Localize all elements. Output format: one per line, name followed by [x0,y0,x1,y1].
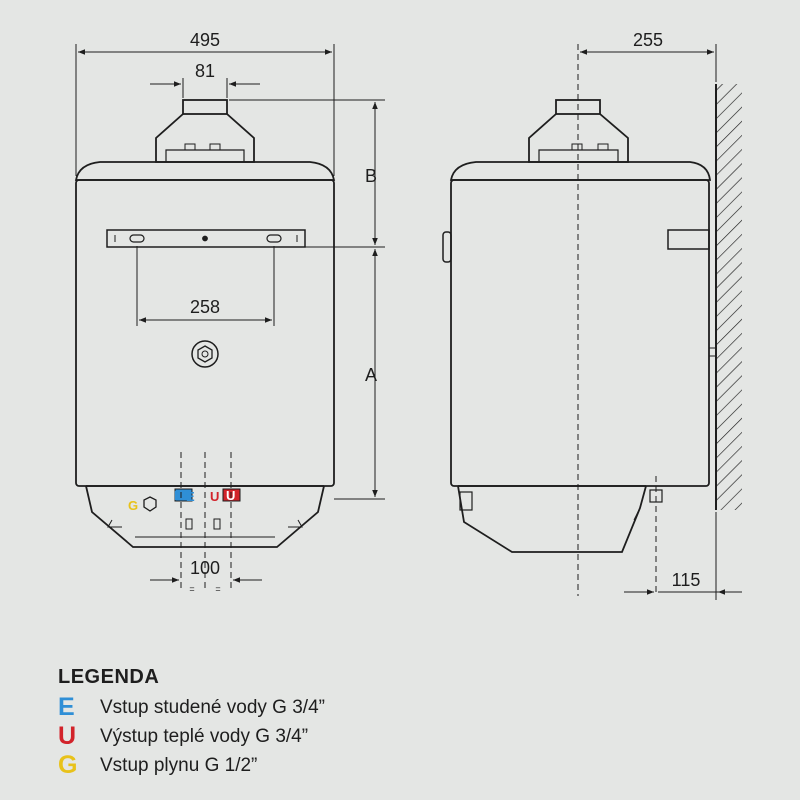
cold-letter: E [186,489,195,504]
equal-mark-right: = [215,584,220,594]
wall-bracket [106,229,306,248]
technical-drawing: G E E U U 495 81 258 B A [74,30,742,600]
legend-text-hot-water: Výstup teplé vody G 3/4” [100,725,309,747]
gas-letter: G [128,498,138,513]
hot-letter: U [210,489,219,504]
wall-offset-dimension-label: 115 [672,570,701,590]
side-body [450,179,710,487]
height-b-label: B [365,166,377,186]
side-view [442,99,716,553]
front-center-lines [180,452,232,590]
connection-dimension-label: 100 [190,558,220,578]
front-view [74,99,336,548]
legend-text-cold-water: Vstup studené vody G 3/4” [100,696,325,718]
bracket-dimension-label: 258 [190,297,220,317]
side-center-lines [577,44,657,596]
front-body [75,179,335,487]
legend-letter-e: E [58,693,75,721]
legend-item-gas: G Vstup plynu G 1/2” [58,751,758,780]
height-a-label: A [365,365,377,385]
width-dimension-label: 495 [190,30,220,50]
side-dimension-lines [580,44,742,600]
cold-inlet-connector [174,488,193,502]
legend-letter-g: G [58,751,78,779]
side-wall-bracket [667,229,710,250]
legend-item-hot-water: U Výstup teplé vody G 3/4” [58,722,758,751]
flue-dimension-label: 81 [195,61,215,81]
legend-letter-u: U [58,722,77,750]
front-top-dome [74,161,336,181]
legend: LEGENDA E Vstup studené vody G 3/4” U Vý… [58,666,758,780]
legend-text-gas: Vstup plynu G 1/2” [100,754,258,776]
legend-item-cold-water: E Vstup studené vody G 3/4” [58,693,758,722]
flue-pipe [182,99,228,115]
legend-title: LEGENDA [58,666,160,688]
cold-letter-left: E [174,488,183,503]
front-dimension-lines [75,44,385,583]
gas-connection [143,496,157,512]
wall-hatch [716,84,742,510]
flue-hood [155,113,255,163]
depth-dimension-label: 255 [633,30,663,50]
equal-mark-left: = [189,584,194,594]
inspection-nut [191,340,219,368]
